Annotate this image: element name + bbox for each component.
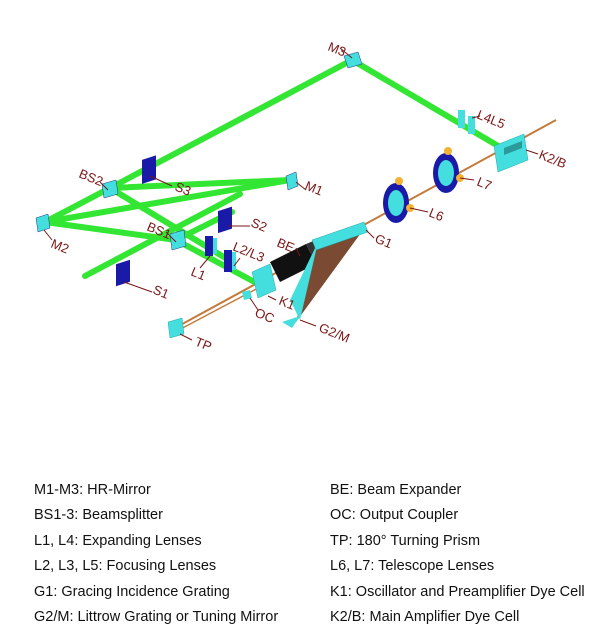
turning-prism: [167, 317, 185, 339]
mirror-m3: [343, 51, 363, 69]
shutter-s3: [142, 155, 156, 184]
mirror-m1: [285, 171, 299, 191]
label-s3: S3: [173, 179, 193, 199]
label-be: BE: [275, 235, 297, 256]
label-l2-l3: L2/L3: [231, 239, 267, 265]
dye-cell-k2b: [493, 133, 529, 173]
lens-l6: [383, 177, 414, 223]
label-s1: S1: [151, 282, 171, 302]
output-coupler: [242, 290, 252, 300]
shutter-s1: [116, 259, 130, 287]
legend-item: TP: 180° Turning Prism: [330, 532, 481, 549]
lens-l4-l5: [458, 110, 475, 134]
dye-cell-k1: [251, 263, 277, 299]
label-tp: TP: [193, 334, 214, 354]
legend-item: L6, L7: Telescope Lenses: [330, 558, 495, 575]
label-k2b: K2/B: [537, 147, 569, 171]
mirror-m2: [35, 213, 51, 233]
beamsplitter-bs2: [101, 179, 119, 199]
label-m1: M1: [303, 178, 325, 199]
label-m3: M3: [326, 39, 348, 60]
leader-lines: [43, 47, 539, 341]
label-l7: L7: [475, 174, 494, 193]
green-beam-paths: [42, 57, 508, 289]
label-g2m: G2/M: [317, 320, 352, 346]
legend-item: G2/M: Littrow Grating or Tuning Mirror: [34, 609, 279, 626]
label-s2: S2: [249, 215, 269, 235]
grating-g2m: [282, 226, 366, 328]
legend-item: BE: Beam Expander: [330, 482, 462, 498]
label-m2: M2: [49, 236, 71, 257]
lens-l7: [433, 147, 464, 193]
legend-item: K1: Oscillator and Preamplifier Dye Cell: [330, 583, 585, 600]
legend-item: L1, L4: Expanding Lenses: [34, 532, 202, 549]
legend-item: G1: Gracing Incidence Grating: [34, 583, 230, 600]
label-g1: G1: [373, 231, 395, 251]
legend-item: L2, L3, L5: Focusing Lenses: [34, 558, 217, 575]
lens-l2-l3: [224, 250, 236, 272]
legend-left-column: M1-M3: HR-Mirror BS1-3: Beamsplitter L1,…: [34, 478, 278, 630]
lens-l1: [205, 236, 217, 256]
legend-item: BS1-3: Beamsplitter: [34, 507, 163, 524]
laser-setup-diagram: M3 M1 M2 BS2 BS1 S3 S2 S1 L1 L2/L3 L4L5 …: [35, 39, 569, 354]
legend-item: OC: Output Coupler: [330, 507, 459, 524]
label-l6: L6: [427, 205, 446, 224]
shutter-s2: [218, 206, 232, 234]
label-bs2: BS2: [77, 166, 105, 189]
legend-right-column: BE: Beam Expander OC: Output Coupler TP:…: [330, 478, 585, 630]
legend-item: M1-M3: HR-Mirror: [34, 482, 151, 498]
legend-item: K2/B: Main Amplifier Dye Cell: [330, 609, 520, 626]
beamsplitter-bs1: [169, 229, 187, 251]
label-oc: OC: [253, 305, 277, 326]
label-l1: L1: [189, 264, 208, 283]
label-l4-l5: L4L5: [475, 107, 507, 132]
label-k1: K1: [277, 293, 297, 313]
